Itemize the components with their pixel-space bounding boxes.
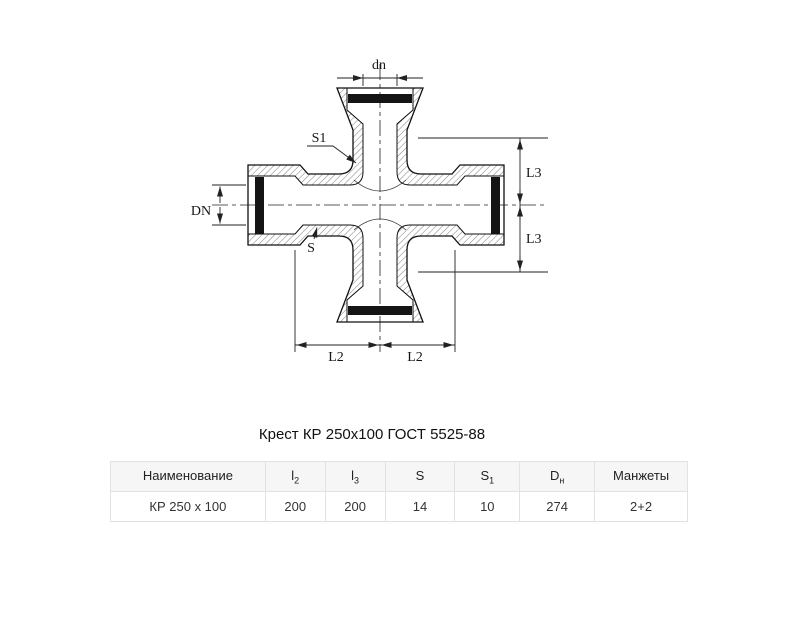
header-cell-name: Наименование [110, 461, 266, 492]
drawing-caption: Крест КР 250х100 ГОСТ 5525-88 [258, 426, 486, 443]
dimensions-table: Наименование l2 l3 S S1 Dн Манжеты КР 25… [110, 461, 688, 522]
dimension-lines [212, 74, 548, 352]
cell-l2: 200 [264, 491, 326, 522]
dim-label-l2-left: L2 [328, 350, 344, 365]
outer-contour [247, 87, 505, 323]
dim-label-l3-top: L3 [526, 166, 542, 181]
dim-label-s: S [307, 241, 315, 256]
header-cell-cuffs: Манжеты [594, 461, 688, 492]
cell-cuffs: 2+2 [594, 491, 688, 522]
bore-contour [247, 87, 505, 323]
cell-dn: 274 [519, 491, 596, 522]
table-header-row: Наименование l2 l3 S S1 Dн Манжеты [110, 461, 688, 492]
cell-l3: 200 [324, 491, 386, 522]
cell-s: 14 [384, 491, 456, 522]
header-cell-dn: Dн [519, 461, 596, 492]
gasket-band-left [255, 177, 264, 234]
header-cell-l3: l3 [324, 461, 386, 492]
table-row: КР 250 х 100 200 200 14 10 274 2+2 [110, 491, 688, 522]
dim-label-l2-right: L2 [407, 350, 423, 365]
fitting-cross-section [247, 87, 505, 323]
cell-s1: 10 [454, 491, 521, 522]
gasket-band-top [348, 94, 412, 103]
technical-drawing: dn S1 DN S L3 L3 L2 L2 [191, 58, 548, 365]
dim-label-l3-bottom: L3 [526, 232, 542, 247]
cell-name: КР 250 х 100 [110, 491, 266, 522]
header-cell-s1: S1 [454, 461, 521, 492]
header-cell-s: S [384, 461, 456, 492]
dim-label-s1: S1 [312, 131, 327, 146]
saddle-curves [353, 179, 407, 231]
gasket-band-bottom [348, 306, 412, 315]
dim-label-DN: DN [191, 204, 211, 219]
dim-label-dn: dn [372, 58, 386, 73]
gasket-band-right [491, 177, 500, 234]
header-cell-l2: l2 [264, 461, 326, 492]
